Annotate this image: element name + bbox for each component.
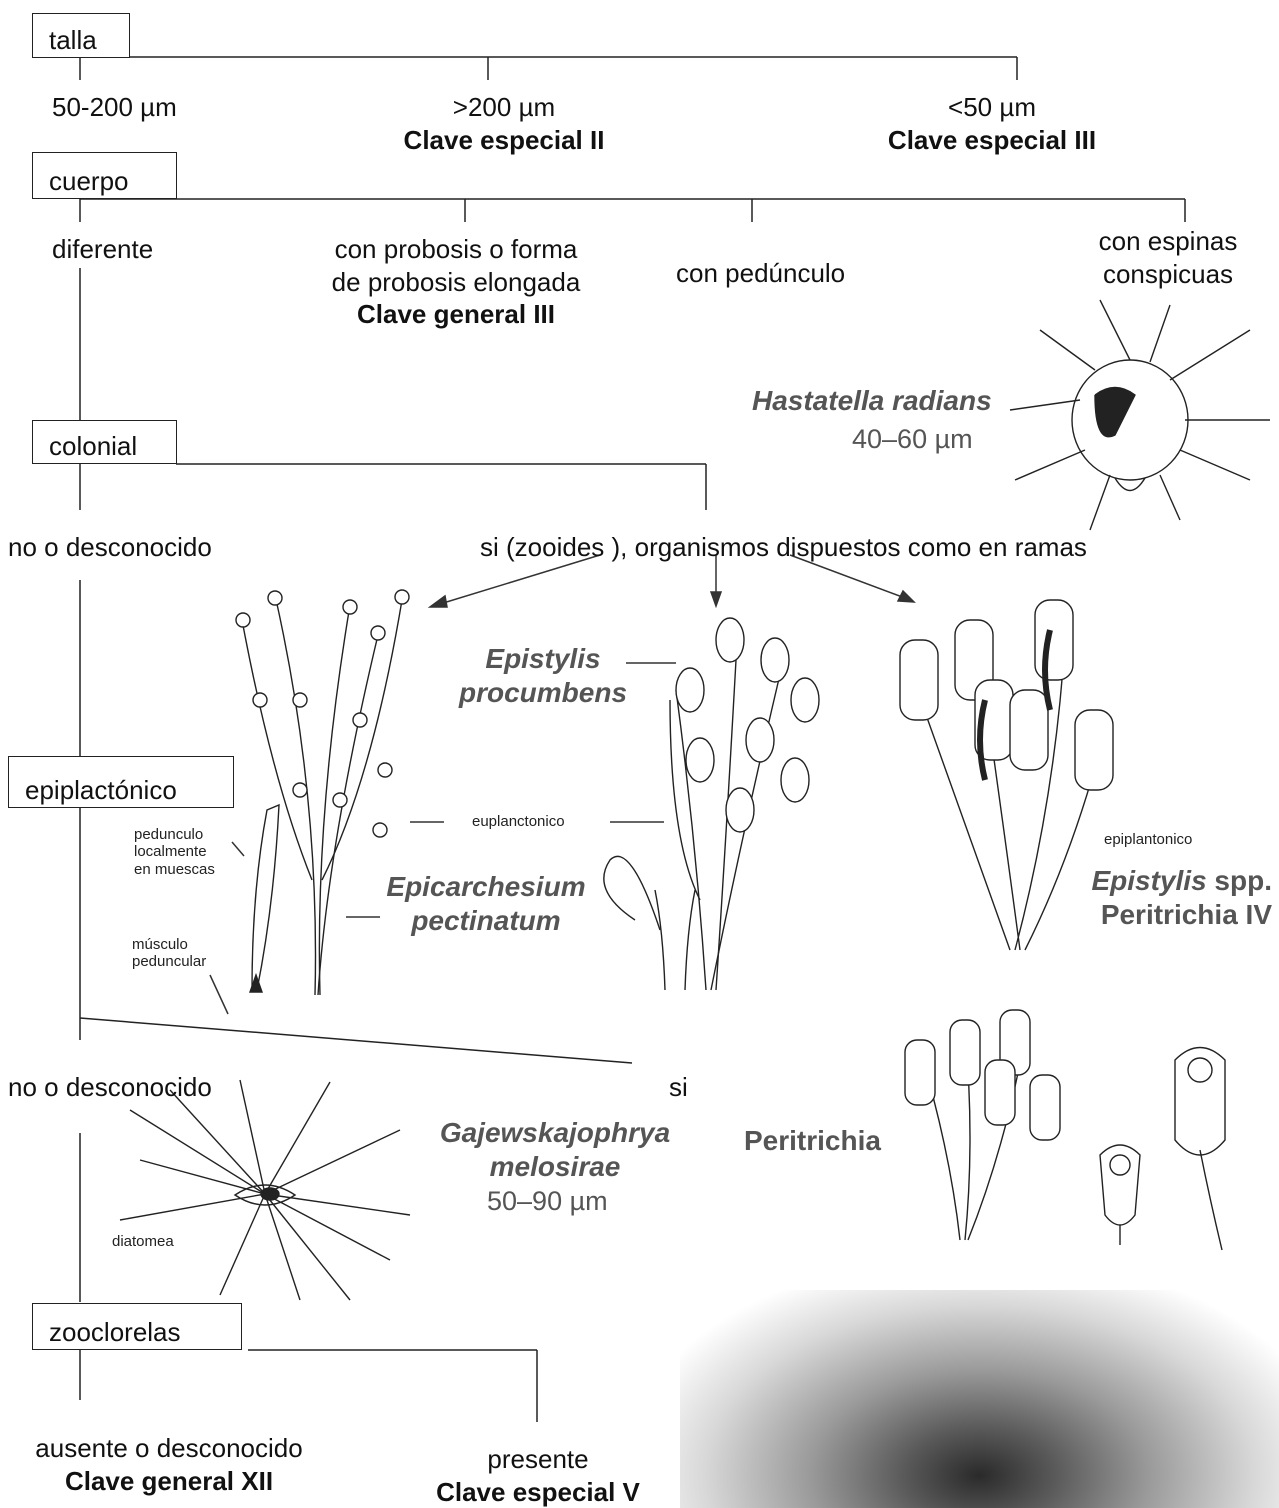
species-epicarchesium: Epicarchesium pectinatum (376, 870, 596, 937)
epistylis-spp-italic: Epistylis (1091, 865, 1206, 896)
presente-key: Clave especial V (408, 1476, 668, 1508)
zooclorelas-branch-presente: presente Clave especial V (408, 1443, 668, 1508)
epiplactonico-branch-no: no o desconocido (8, 1071, 212, 1104)
presente-label: presente (408, 1443, 668, 1476)
gajewskajophrya-drawing (120, 1080, 410, 1300)
epistylis-spp-rest: spp. (1207, 865, 1272, 896)
musculo-line1: músculo (132, 936, 206, 953)
species-hastatella: Hastatella radians (752, 384, 992, 418)
epistylis-spp-name: Epistylis spp. (1082, 864, 1272, 898)
probosis-line1: con probosis o forma (296, 233, 616, 266)
epistylis-proc-line2: procumbens (448, 676, 638, 710)
colonial-branch-no: no o desconocido (8, 531, 212, 564)
cuerpo-branch-probosis: con probosis o forma de probosis elongad… (296, 233, 616, 331)
probosis-key: Clave general III (296, 298, 616, 331)
talla-gt200-label: >200 µm (384, 91, 624, 124)
node-epiplactonico: epiplactónico (8, 756, 234, 808)
annotation-epiplantonico: epiplantonico (1104, 831, 1192, 848)
node-talla: talla (32, 13, 130, 58)
talla-branch-lt50: <50 µm Clave especial III (862, 91, 1122, 156)
pedunculo-line2: localmente (134, 843, 215, 860)
epiplactonico-branch-si: si (669, 1071, 688, 1104)
cuerpo-branch-pedunculo: con pedúnculo (676, 257, 845, 290)
talla-branch-50-200: 50-200 µm (52, 91, 177, 124)
peritrichia-iv: Peritrichia IV (1082, 898, 1272, 932)
node-zooclorelas: zooclorelas (32, 1303, 242, 1350)
species-epistylis-spp: Epistylis spp. Peritrichia IV (1082, 864, 1272, 931)
pedunculo-line1: pedunculo (134, 826, 215, 843)
talla-branch-gt200: >200 µm Clave especial II (384, 91, 624, 156)
node-colonial: colonial (32, 420, 177, 464)
gajewska-line1: Gajewskajophrya (430, 1116, 680, 1150)
musculo-line2: peduncular (132, 953, 206, 970)
cuerpo-branch-espinas: con espinas conspicuas (1066, 225, 1270, 290)
gajewska-line2: melosirae (430, 1150, 680, 1184)
talla-lt50-label: <50 µm (862, 91, 1122, 124)
zooclorelas-branch-ausente: ausente o desconocido Clave general XII (8, 1432, 330, 1497)
node-cuerpo: cuerpo (32, 152, 177, 199)
species-peritrichia: Peritrichia (744, 1124, 881, 1158)
ausente-key: Clave general XII (8, 1465, 330, 1498)
species-gajewskajophrya: Gajewskajophrya melosirae (430, 1116, 680, 1183)
espinas-line2: conspicuas (1066, 258, 1270, 291)
epicarchesium-line2: pectinatum (376, 904, 596, 938)
hastatella-drawing (1010, 300, 1270, 530)
epistylis-proc-line1: Epistylis (448, 642, 638, 676)
species-gajewska-size: 50–90 µm (487, 1186, 608, 1217)
cuerpo-branch-diferente: diferente (52, 233, 153, 266)
colonial-branch-si: si (zooides ), organismos dispuestos com… (480, 531, 1087, 564)
ausente-label: ausente o desconocido (8, 1432, 330, 1465)
micrograph-photo (680, 1290, 1279, 1508)
annotation-musculo: músculo peduncular (132, 936, 206, 971)
species-hastatella-size: 40–60 µm (852, 424, 973, 455)
species-epistylis-procumbens: Epistylis procumbens (448, 642, 638, 709)
pedunculo-line3: en muescas (134, 861, 215, 878)
probosis-line2: de probosis elongada (296, 266, 616, 299)
epicarchesium-line1: Epicarchesium (376, 870, 596, 904)
talla-lt50-key: Clave especial III (862, 124, 1122, 157)
peritrichia-drawing (905, 1010, 1225, 1250)
espinas-line1: con espinas (1066, 225, 1270, 258)
talla-gt200-key: Clave especial II (384, 124, 624, 157)
annotation-euplanctonico: euplanctonico (472, 813, 565, 830)
illustrations (120, 300, 1270, 1300)
annotation-diatomea: diatomea (112, 1233, 174, 1250)
annotation-pedunculo: pedunculo localmente en muescas (134, 826, 215, 878)
